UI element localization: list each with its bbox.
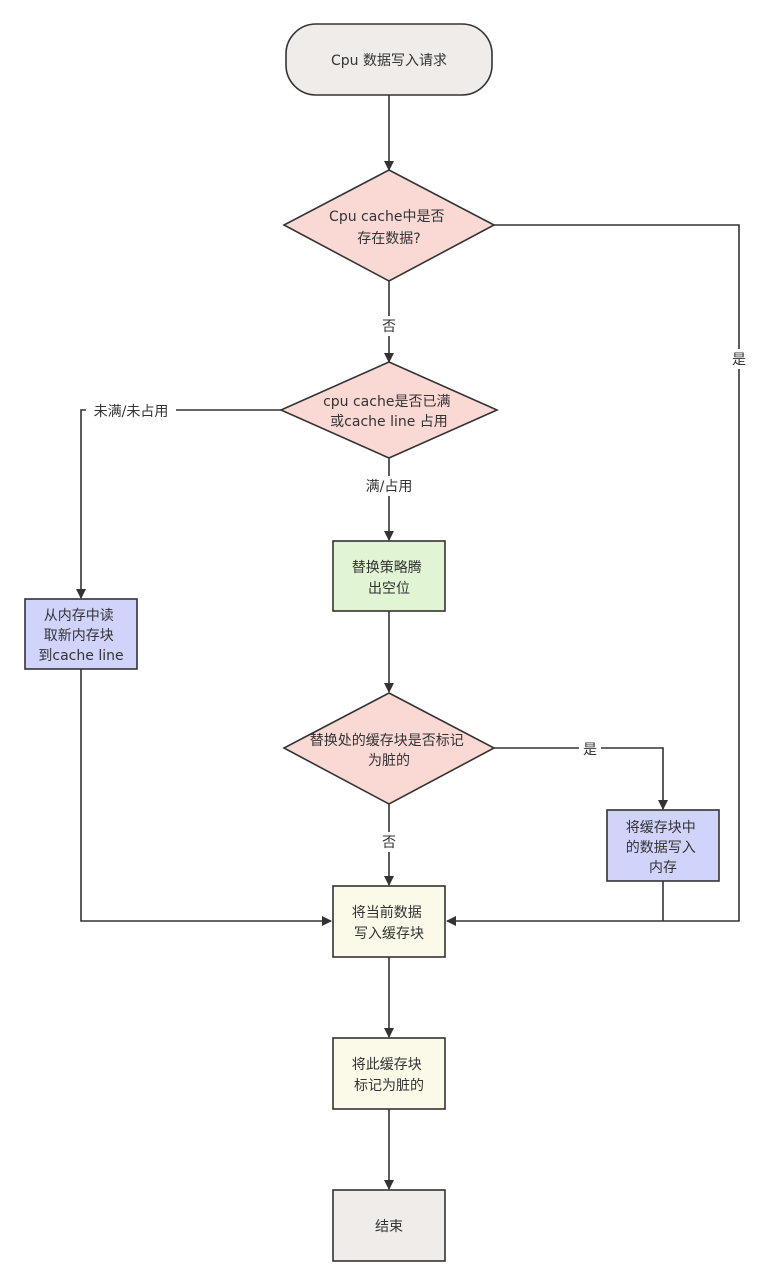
edge-label-exists-no-text: 否 bbox=[382, 319, 396, 335]
node-replace-policy-label: 替换策略腾 出空位 bbox=[352, 559, 426, 597]
edge-label-dirty-yes-text: 是 bbox=[583, 742, 597, 758]
edge-label-exists-yes-text: 是 bbox=[732, 352, 746, 368]
edge-label-dirty-no: 否 bbox=[379, 832, 399, 852]
node-end: 结束 bbox=[332, 1189, 446, 1262]
edge-label-full-yes: 满/占用 bbox=[358, 476, 420, 496]
edge-label-full-not: 未满/未占用 bbox=[86, 401, 176, 421]
node-end-label: 结束 bbox=[375, 1219, 403, 1235]
edge-label-dirty-no-text: 否 bbox=[382, 835, 396, 851]
node-decision-dirty-line-1: 替换处的缓存块是否标记 bbox=[310, 732, 464, 749]
node-write-back: 将缓存块中 的数据写入 内存 bbox=[606, 809, 720, 882]
node-write-cache-line-1: 将当前数据 bbox=[352, 904, 422, 921]
edge-read-to-write bbox=[80, 669, 332, 926]
node-decision-dirty: 替换处的缓存块是否标记 为脏的 bbox=[282, 692, 496, 805]
node-mark-dirty-line-2: 标记为脏的 bbox=[354, 1078, 424, 1094]
node-start: Cpu 数据写入请求 bbox=[285, 23, 493, 96]
node-replace-policy-line-2: 出空位 bbox=[368, 581, 410, 597]
node-read-memory-line-1: 从内存中读 bbox=[44, 607, 114, 624]
node-decision-exists: Cpu cache中是否 存在数据? bbox=[282, 169, 496, 282]
node-write-back-line-2: 的数据写入 bbox=[626, 840, 696, 856]
node-mark-dirty-line-1: 将此缓存块 bbox=[352, 1057, 422, 1073]
node-read-memory-line-2: 取新内存块 bbox=[44, 628, 114, 644]
node-decision-exists-line-2: 存在数据? bbox=[357, 231, 420, 247]
node-start-line-1: Cpu 数据写入请求 bbox=[331, 53, 447, 69]
edge-label-exists-yes: 是 bbox=[729, 349, 749, 369]
edge-dirty-yes bbox=[494, 747, 668, 810]
node-mark-dirty: 将此缓存块 标记为脏的 bbox=[332, 1037, 446, 1110]
node-decision-full-line-2: 或cache line 占用 bbox=[330, 414, 448, 430]
node-start-label: Cpu 数据写入请求 bbox=[331, 53, 447, 69]
edge-label-full-yes-text: 满/占用 bbox=[366, 479, 413, 495]
node-decision-full: cpu cache是否已满 或cache line 占用 bbox=[279, 361, 499, 459]
edge-label-dirty-yes: 是 bbox=[579, 739, 601, 759]
node-read-memory-line-3: 到cache line bbox=[38, 648, 123, 664]
edge-label-exists-no: 否 bbox=[379, 316, 399, 336]
node-write-cache-line-2: 写入缓存块 bbox=[354, 926, 424, 942]
node-write-back-label: 将缓存块中 的数据写入 内存 bbox=[626, 820, 700, 876]
node-mark-dirty-label: 将此缓存块 标记为脏的 bbox=[352, 1057, 426, 1094]
node-replace-policy: 替换策略腾 出空位 bbox=[332, 540, 446, 612]
node-decision-full-label: cpu cache是否已满 或cache line 占用 bbox=[323, 394, 455, 430]
node-write-cache-label: 将当前数据 写入缓存块 bbox=[352, 904, 426, 942]
node-decision-dirty-label: 替换处的缓存块是否标记 为脏的 bbox=[310, 732, 468, 769]
node-decision-exists-line-1: Cpu cache中是否 bbox=[329, 209, 444, 225]
edge-exists-yes bbox=[446, 224, 740, 926]
node-write-back-line-3: 内存 bbox=[649, 860, 677, 876]
node-decision-full-line-1: cpu cache是否已满 bbox=[323, 394, 450, 410]
node-decision-exists-label: Cpu cache中是否 存在数据? bbox=[329, 209, 449, 247]
node-replace-policy-line-1: 替换策略腾 bbox=[352, 559, 422, 576]
edge-full-not bbox=[76, 409, 283, 599]
node-read-memory-label: 从内存中读 取新内存块 到cache line bbox=[38, 607, 123, 664]
node-write-back-line-1: 将缓存块中 bbox=[626, 820, 696, 836]
node-decision-dirty-line-2: 为脏的 bbox=[368, 753, 410, 769]
node-write-cache: 将当前数据 写入缓存块 bbox=[332, 885, 446, 958]
edge-label-full-not-text: 未满/未占用 bbox=[94, 404, 169, 420]
node-end-line-1: 结束 bbox=[375, 1219, 403, 1235]
node-read-memory: 从内存中读 取新内存块 到cache line bbox=[24, 598, 138, 670]
